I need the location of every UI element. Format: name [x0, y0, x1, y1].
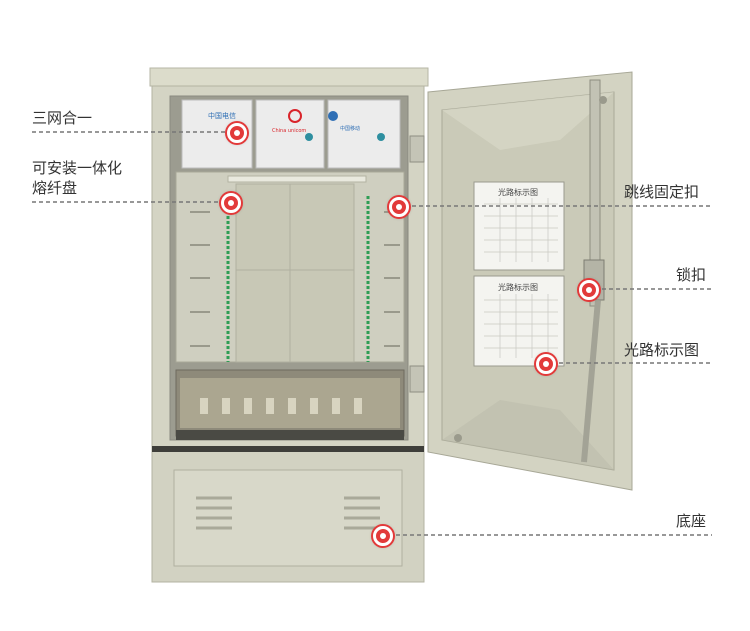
label-jumper-clip: 跳线固定扣 [624, 183, 700, 201]
marker-route-diagram [536, 354, 556, 374]
back-panel [235, 183, 355, 363]
operator-module-mobile [327, 99, 401, 169]
route-diagram-sheet-top [473, 181, 565, 271]
label-splice-tray-line1: 可安装一体化 [32, 159, 123, 177]
marker-three-in-one [227, 123, 247, 143]
hinge-bottom [409, 365, 425, 393]
label-splice-tray-line2: 熔纤盘 [32, 179, 78, 197]
route-diagram-sheet-bottom [473, 275, 565, 367]
svg-text:China unicom: China unicom [272, 128, 306, 134]
marker-splice-tray [221, 193, 241, 213]
marker-base [373, 526, 393, 546]
marker-lock [579, 280, 599, 300]
label-base: 底座 [676, 512, 707, 530]
svg-text:中国电信: 中国电信 [208, 111, 236, 120]
label-three-in-one: 三网合一 [32, 109, 93, 127]
label-lock: 锁扣 [676, 266, 707, 284]
svg-text:中国移动: 中国移动 [340, 125, 360, 132]
marker-jumper-clip [389, 197, 409, 217]
operator-module-unicom [255, 99, 325, 169]
label-route-diagram: 光路标示图 [624, 341, 700, 359]
route-diagram-title-bottom: 光路标示图 [498, 282, 538, 292]
hinge-top [409, 135, 425, 163]
cabinet-top-cap [149, 67, 429, 87]
route-diagram-title-top: 光路标示图 [498, 187, 538, 197]
